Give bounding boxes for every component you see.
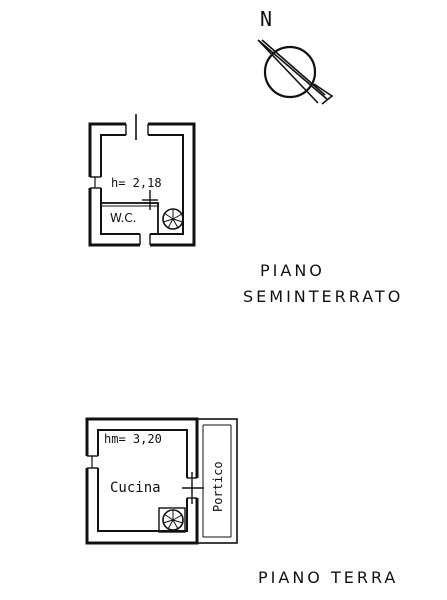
compass-needle-icon [257, 39, 334, 105]
ground-spiral-stair-icon [158, 507, 186, 533]
basement-plan: h= 2,18 W.C. [87, 114, 196, 247]
basement-height-label: h= 2,18 [111, 176, 162, 190]
ground-floor-title: PIANO TERRA [258, 568, 398, 587]
ground-height-label: hm= 3,20 [104, 432, 162, 446]
basement-wc-label: W.C. [110, 211, 137, 225]
basement-spiral-stair-icon [162, 208, 184, 230]
ground-plan: hm= 3,20 Cucina Portico [84, 417, 238, 545]
basement-top-window [126, 121, 148, 138]
ground-porch-label: Portico [211, 461, 225, 512]
basement-floor-title-line2: SEMINTERRATO [243, 287, 403, 306]
ground-kitchen-label: Cucina [110, 480, 161, 496]
compass-circle [263, 45, 317, 99]
basement-floor-title-line1: PIANO [260, 261, 325, 280]
basement-wc-room [100, 202, 159, 235]
compass-north-label: N [260, 7, 272, 31]
basement-bottom-door [140, 232, 150, 247]
compass: N [257, 7, 334, 105]
